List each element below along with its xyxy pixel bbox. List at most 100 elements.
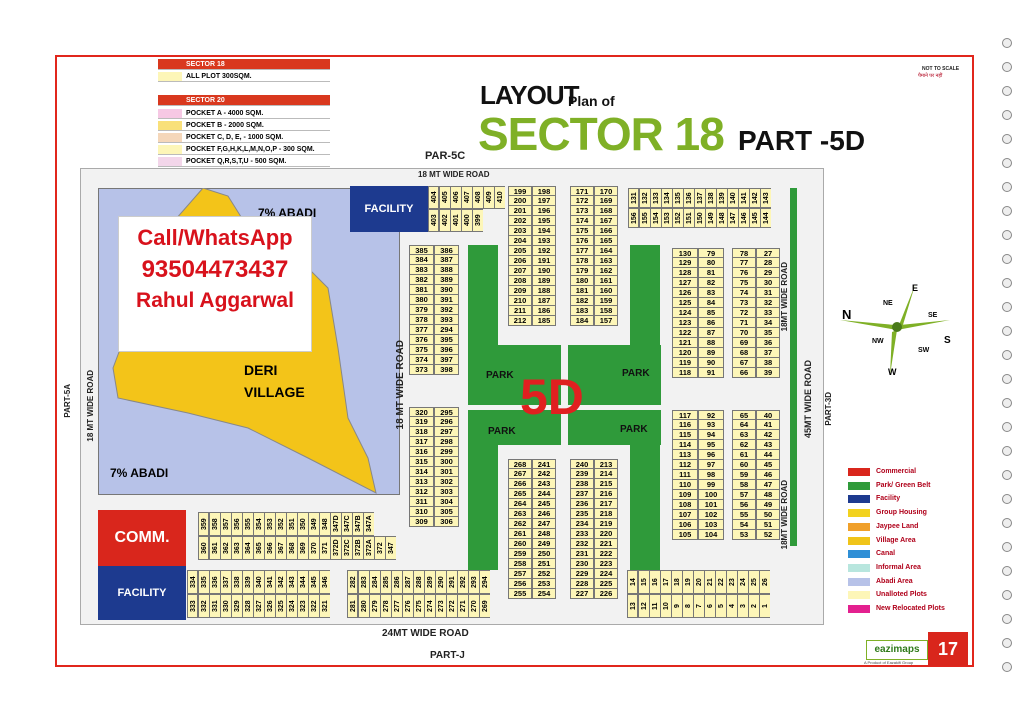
plot-number: 327	[253, 594, 264, 618]
plot-number: 109	[672, 490, 698, 500]
plot-number: 196	[532, 206, 556, 216]
plot-number: 35	[756, 328, 780, 338]
plot-number: 295	[434, 407, 459, 417]
plot-number: 143	[760, 188, 771, 208]
plot-number: 31	[756, 288, 780, 298]
plot-number: 345	[308, 570, 319, 594]
plot-number: 75	[732, 278, 756, 288]
plot-number: 301	[434, 467, 459, 477]
plot-number: 340	[253, 570, 264, 594]
plot-number: 225	[594, 579, 618, 589]
plot-number: 175	[570, 226, 594, 236]
plot-number: 102	[698, 510, 724, 520]
plot-number: 190	[532, 266, 556, 276]
park-label: PARK	[488, 426, 516, 437]
plot-number: 237	[570, 489, 594, 499]
plot-number: 52	[756, 530, 780, 540]
legend-label: Group Housing	[876, 509, 927, 517]
title-layout: LAYOUT	[480, 80, 579, 110]
plot-number: 85	[698, 308, 724, 318]
plot-number: 167	[594, 216, 618, 226]
plot-number: 381	[409, 285, 434, 295]
road-top-label: 18 MT WIDE ROAD	[418, 170, 490, 179]
plot-number: 137	[694, 188, 705, 208]
plot-number: 93	[698, 420, 724, 430]
plot-number: 286	[391, 570, 402, 594]
plot-number: 188	[532, 286, 556, 296]
green-belt	[790, 188, 797, 546]
park-label: PARK	[620, 424, 648, 435]
plot-number: 299	[434, 447, 459, 457]
plot-number: 130	[672, 248, 698, 258]
plot-number: 360	[198, 536, 209, 560]
plot-number: 168	[594, 206, 618, 216]
plot-number: 60	[732, 460, 756, 470]
plot-number: 21	[704, 570, 715, 594]
plot-number: 377	[409, 325, 434, 335]
plot-number: 194	[532, 226, 556, 236]
plot-number: 45	[756, 460, 780, 470]
plot-number: 288	[413, 570, 424, 594]
plot-number: 182	[570, 296, 594, 306]
plot-number: 84	[698, 298, 724, 308]
plot-number: 151	[683, 208, 694, 228]
plot-number: 113	[672, 450, 698, 460]
plot-number: 34	[756, 318, 780, 328]
plot-number: 193	[532, 236, 556, 246]
plot-number: 266	[508, 479, 532, 489]
compass-sw: SW	[918, 347, 930, 354]
plot-number: 1	[759, 594, 770, 618]
plot-number: 165	[594, 236, 618, 246]
plot-number: 347	[385, 536, 396, 560]
legend-swatch	[848, 563, 870, 572]
plot-number: 372A	[363, 536, 374, 560]
plot-number: 178	[570, 256, 594, 266]
plot-number: 9	[671, 594, 682, 618]
plot-number: 150	[694, 208, 705, 228]
road-right2-label: 18MT WIDE ROAD	[780, 480, 789, 550]
plot-number: 92	[698, 410, 724, 420]
plot-number: 366	[264, 536, 275, 560]
plot-number: 398	[434, 365, 459, 375]
plot-number: 70	[732, 328, 756, 338]
plot-number: 110	[672, 480, 698, 490]
plot-number: 119	[672, 358, 698, 368]
legend-pocket-q: POCKET Q,R,S,T,U - 500 SQM.	[158, 156, 330, 167]
map-frame	[55, 55, 974, 667]
plot-number: 232	[570, 539, 594, 549]
plot-number: 4	[726, 594, 737, 618]
plot-number: 280	[358, 594, 369, 618]
plot-number: 371	[319, 536, 330, 560]
plot-number: 284	[369, 570, 380, 594]
plot-number: 58	[732, 480, 756, 490]
plot-number: 65	[732, 410, 756, 420]
plot-number: 392	[434, 305, 459, 315]
plot-number: 292	[457, 570, 468, 594]
plot-number: 125	[672, 298, 698, 308]
plot-number: 270	[468, 594, 479, 618]
plot-number: 226	[594, 589, 618, 599]
plot-number: 388	[434, 265, 459, 275]
legend-swatch	[848, 577, 870, 586]
plot-number: 142	[749, 188, 760, 208]
plot-number: 47	[756, 480, 780, 490]
plot-number: 249	[532, 539, 556, 549]
plot-number: 163	[594, 256, 618, 266]
plot-number: 353	[264, 512, 275, 536]
plot-number: 184	[570, 316, 594, 326]
plot-number: 7	[693, 594, 704, 618]
plot-number: 350	[297, 512, 308, 536]
plot-number: 347A	[363, 512, 374, 536]
plot-number: 347D	[330, 512, 341, 536]
plot-number: 39	[756, 368, 780, 378]
plot-number: 372B	[352, 536, 363, 560]
plot-number: 123	[672, 318, 698, 328]
